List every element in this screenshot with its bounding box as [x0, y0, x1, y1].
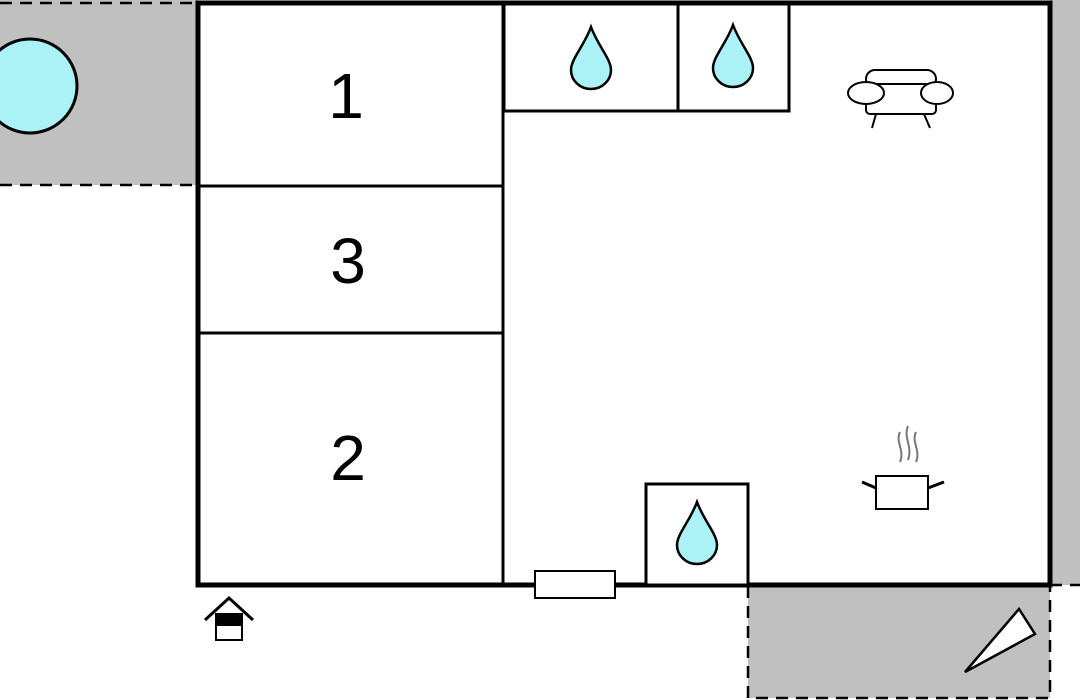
room-label-3: 3 — [330, 225, 366, 297]
entrance-house-icon — [203, 595, 255, 641]
bathroom-water-drop-icon — [569, 23, 613, 91]
room-label-1: 1 — [328, 60, 364, 132]
window-icon — [534, 570, 616, 599]
room-label-2: 2 — [330, 422, 366, 494]
bathroom-water-drop-icon — [711, 21, 755, 89]
sofa-icon — [847, 69, 954, 129]
outdoor-area-right — [1050, 0, 1080, 587]
pool-icon — [0, 37, 79, 135]
cooking-pot-icon — [861, 425, 945, 510]
terrace-parasol-icon — [964, 606, 1037, 674]
bathroom-water-drop-icon — [675, 498, 719, 566]
